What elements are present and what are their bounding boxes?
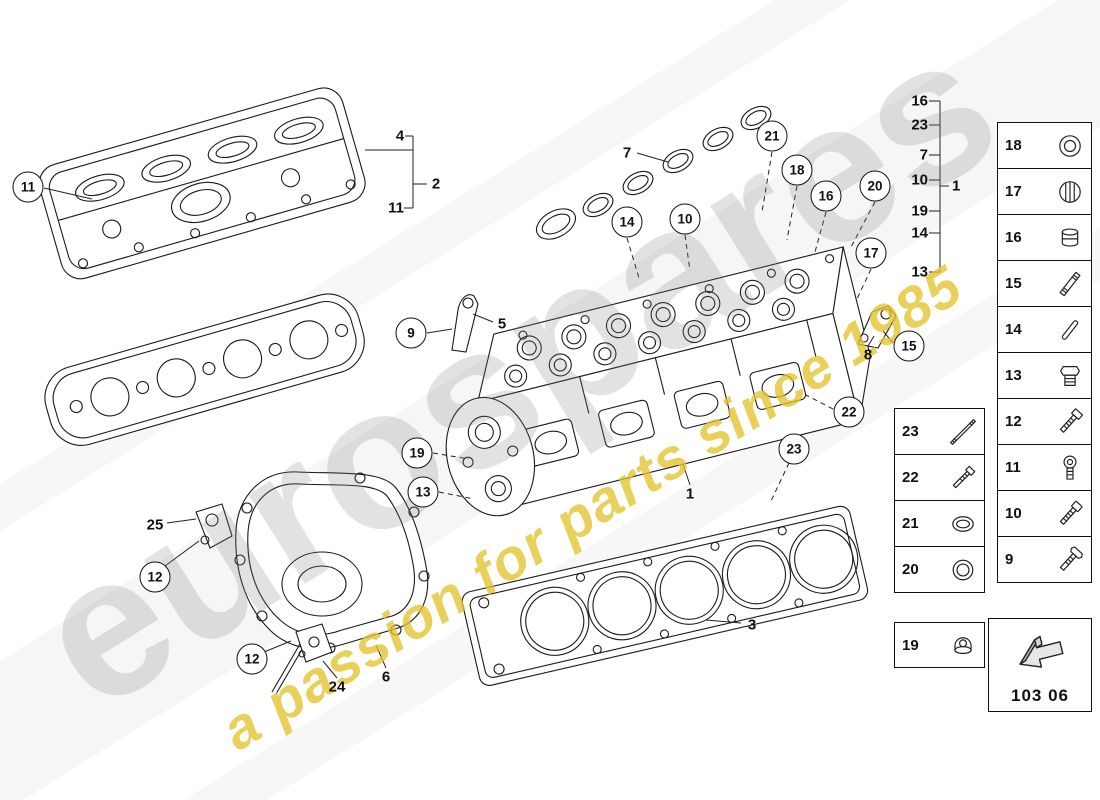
callout-9: 9 [395,317,427,349]
socket-bolt-icon [1053,497,1087,531]
callout-22: 22 [833,396,865,428]
part-number: 21 [902,515,919,532]
ref-num-14: 14 [911,224,928,242]
part-number: 9 [1005,551,1014,568]
part-number: 12 [1005,413,1022,430]
diagram-code-box: 103 06 [988,618,1092,712]
callout-19: 19 [401,437,433,469]
callout-15: 15 [893,330,925,362]
callout-20: 20 [859,170,891,202]
callout-25: 25 [146,516,164,534]
callout-13: 13 [407,476,439,508]
callout-3: 3 [747,616,757,634]
callout-23: 23 [778,433,810,465]
callout-24: 24 [328,678,346,696]
part-cell-22[interactable]: 22 [894,454,985,501]
bolt-icon [946,461,980,495]
callout-12: 12 [236,643,268,675]
part-cell-18[interactable]: 18 [997,122,1092,169]
part-cell-14[interactable]: 14 [997,306,1092,353]
bush-icon [1053,221,1087,255]
callout-7: 7 [622,144,632,162]
direction-arrow-icon [1008,627,1072,677]
part-cell-20[interactable]: 20 [894,546,985,593]
diagram-code: 103 06 [1011,686,1069,705]
callout-18: 18 [781,154,813,186]
callout-5: 5 [497,315,507,333]
ref-num-16: 16 [911,92,928,110]
ref-num-10: 10 [911,171,928,189]
seal-ring-icon [946,507,980,541]
callout-4: 4 [395,127,405,145]
cap-nut-icon [946,628,980,662]
callout-14: 14 [611,206,643,238]
callout-1: 1 [685,485,695,503]
part-number: 17 [1005,183,1022,200]
part-number: 18 [1005,137,1022,154]
long-stud-icon [946,415,980,449]
part-number: 15 [1005,275,1022,292]
stud-icon [1053,267,1087,301]
part-cell-17[interactable]: 17 [997,168,1092,215]
pin-icon [1053,313,1087,347]
o-ring-icon [946,553,980,587]
callout-17: 17 [855,237,887,269]
bolt-angled-icon [1053,405,1087,439]
cap-icon [1053,129,1087,163]
part-number: 19 [902,636,919,654]
callout-11: 11 [12,171,44,203]
part-number: 20 [902,561,919,578]
hex-bolt-icon [1053,543,1087,577]
callout-11: 11 [388,199,404,217]
part-cell-23[interactable]: 23 [894,408,985,455]
callout-10: 10 [669,203,701,235]
callout-2: 2 [431,175,441,193]
ref-num-19: 19 [911,202,928,220]
part-cell-10[interactable]: 10 [997,490,1092,537]
part-cell-16[interactable]: 16 [997,214,1092,261]
ref-num-13: 13 [911,263,928,281]
part-cell-12[interactable]: 12 [997,398,1092,445]
part-number: 10 [1005,505,1022,522]
part-cell-21[interactable]: 21 [894,500,985,547]
screw-plug-icon [1053,359,1087,393]
part-cell-13[interactable]: 13 [997,352,1092,399]
callout-12: 12 [139,561,171,593]
callout-16: 16 [810,180,842,212]
part-cell-11[interactable]: 11 [997,444,1092,491]
part-number: 22 [902,469,919,486]
callout-21: 21 [756,120,788,152]
part-number: 23 [902,423,919,440]
callout-8: 8 [863,346,873,364]
part-number: 14 [1005,321,1022,338]
ref-num-7: 7 [919,146,928,164]
callout-6: 6 [381,668,391,686]
ref-num-23: 23 [911,116,928,134]
ref-target-1: 1 [952,177,961,195]
part-cell-19[interactable]: 19 [894,622,985,668]
plug-hatched-icon [1053,175,1087,209]
part-cell-9[interactable]: 9 [997,536,1092,583]
part-number: 16 [1005,229,1022,246]
part-cell-15[interactable]: 15 [997,260,1092,307]
part-number: 13 [1005,367,1022,384]
part-number: 11 [1005,459,1021,476]
valve-icon [1053,451,1087,485]
